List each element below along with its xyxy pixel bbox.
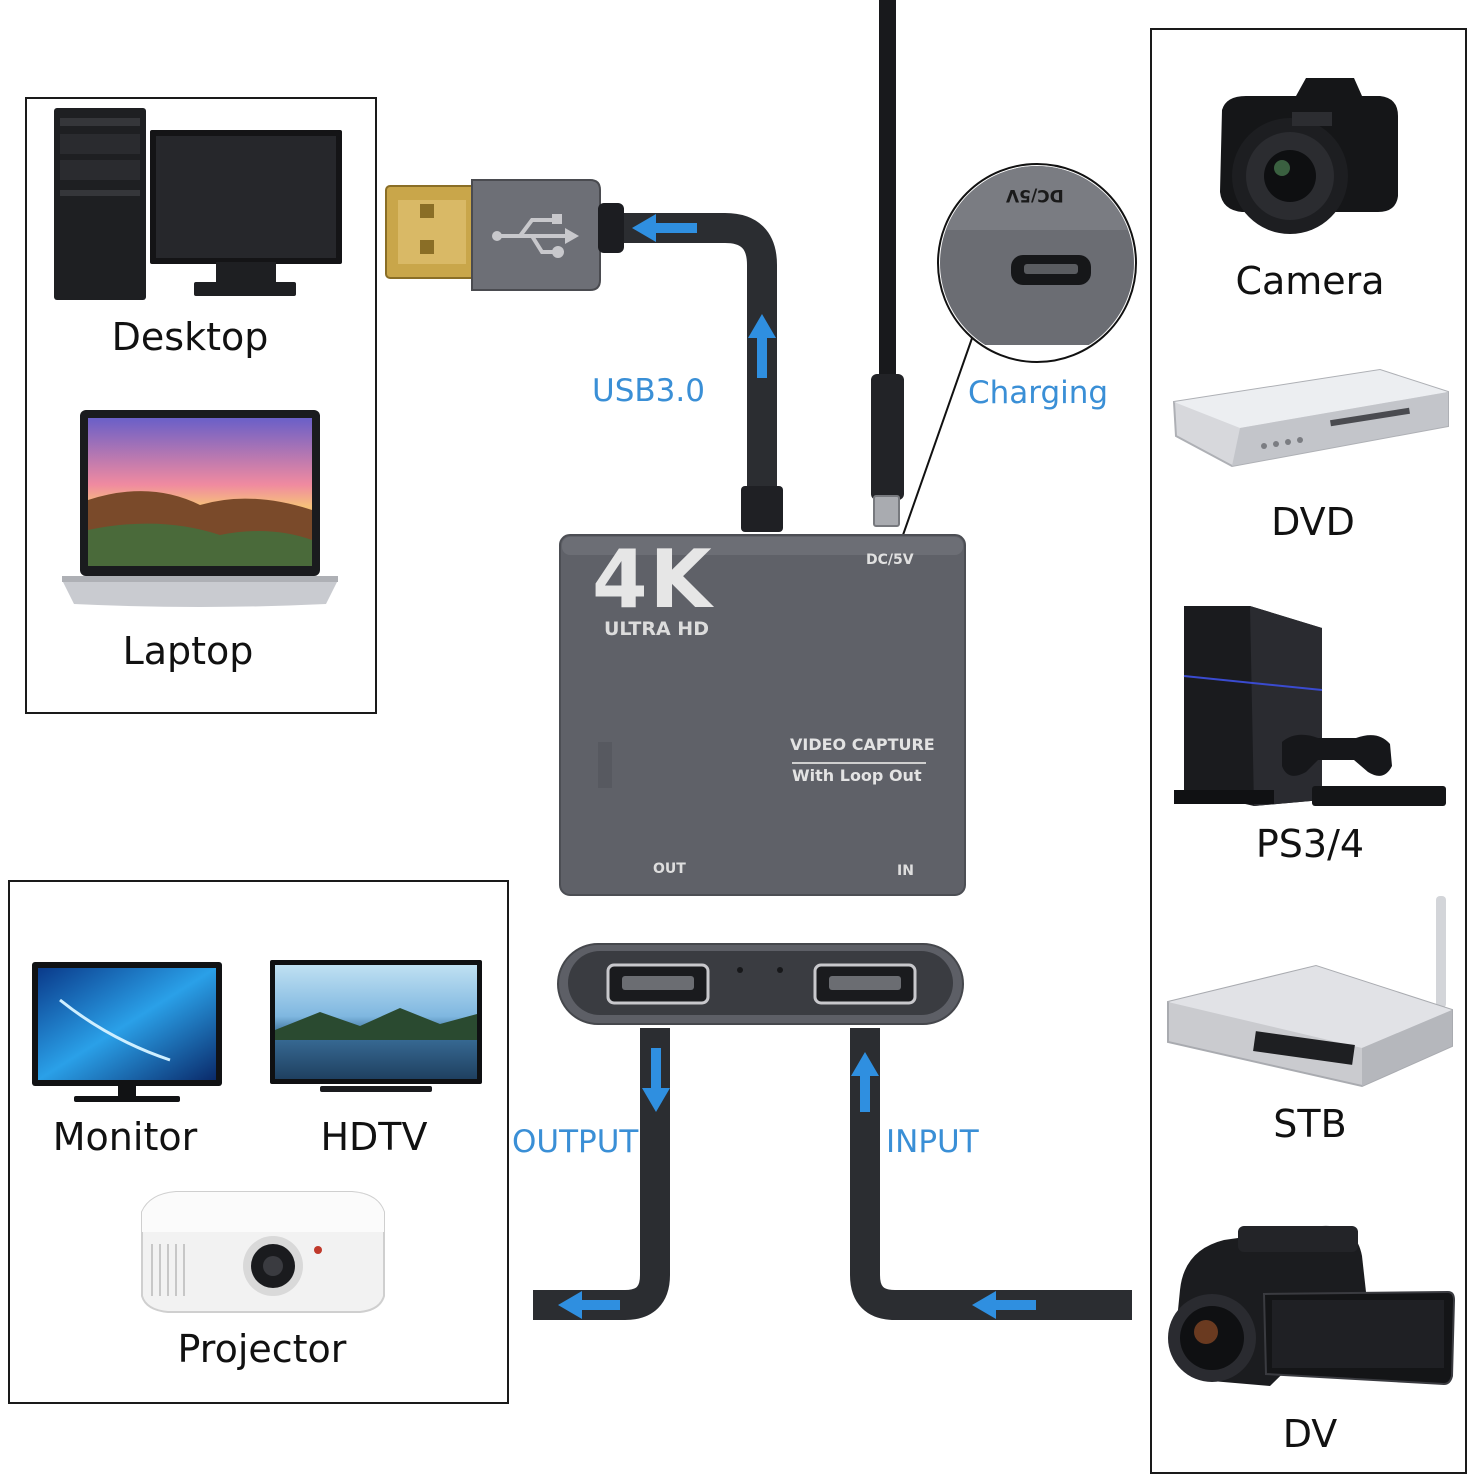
input-cable-label: INPUT xyxy=(886,1124,979,1160)
hub-product-line2: With Loop Out xyxy=(792,766,922,785)
usb-cable xyxy=(600,213,777,530)
input-arrow-left xyxy=(972,1291,1036,1319)
status-led-1 xyxy=(737,967,743,973)
hub-ultra-hd-label: ULTRA HD xyxy=(604,618,709,640)
charging-cable-label: Charging xyxy=(968,375,1109,411)
game-console-icon xyxy=(1174,606,1446,806)
dc-port-zoom-circle xyxy=(937,163,1137,363)
projector-label: Projector xyxy=(177,1327,347,1371)
usb-arrow-left xyxy=(632,214,697,242)
usb-cable-label: USB3.0 xyxy=(592,373,705,409)
hub-product-line1: VIDEO CAPTURE xyxy=(790,735,935,754)
status-led-2 xyxy=(777,967,783,973)
capture-hub-body xyxy=(559,534,966,896)
input-cable xyxy=(850,1028,1132,1320)
hdtv-label: HDTV xyxy=(320,1115,428,1159)
hub-product-divider xyxy=(792,762,926,764)
monitor-icon xyxy=(32,962,222,1102)
hub-out-label: OUT xyxy=(653,861,686,877)
usb-arrow-up xyxy=(748,314,776,378)
monitor-label: Monitor xyxy=(52,1115,198,1159)
power-cable-tip xyxy=(873,495,900,527)
desktop-computer-icon xyxy=(54,108,342,300)
hub-in-label: IN xyxy=(897,863,914,879)
stb-label: STB xyxy=(1273,1102,1347,1146)
zoom-callout-line xyxy=(902,323,978,536)
camera-label: Camera xyxy=(1235,259,1385,303)
dvd-player-icon xyxy=(1172,368,1449,468)
usb-cable-collar xyxy=(598,203,624,253)
power-cable-plug xyxy=(871,374,904,500)
usb-trident-icon xyxy=(497,218,565,254)
hub-side-mark xyxy=(598,742,612,788)
ps-label: PS3/4 xyxy=(1255,822,1365,866)
laptop-icon xyxy=(62,410,338,607)
camcorder-icon xyxy=(1168,1225,1456,1386)
set-top-box-icon xyxy=(1167,896,1453,1088)
hub-4k-logo: 4K xyxy=(592,533,714,626)
output-arrow-left xyxy=(558,1291,620,1319)
zoom-dc-port-label: DC/5V xyxy=(1006,185,1064,205)
hdtv-icon xyxy=(270,960,482,1092)
usb-cable-strain-relief xyxy=(741,486,783,532)
laptop-label: Laptop xyxy=(122,629,254,673)
output-arrow-down xyxy=(642,1048,670,1112)
output-cable xyxy=(533,1028,670,1320)
input-arrow-up xyxy=(851,1052,879,1112)
camera-icon xyxy=(1220,78,1398,234)
dv-label: DV xyxy=(1282,1412,1338,1456)
dvd-label: DVD xyxy=(1271,500,1355,544)
hub-dc-port-label: DC/5V xyxy=(866,552,914,568)
output-cable-label: OUTPUT xyxy=(512,1124,639,1160)
desktop-label: Desktop xyxy=(111,315,269,359)
power-cable xyxy=(879,0,896,380)
projector-icon xyxy=(141,1191,385,1313)
